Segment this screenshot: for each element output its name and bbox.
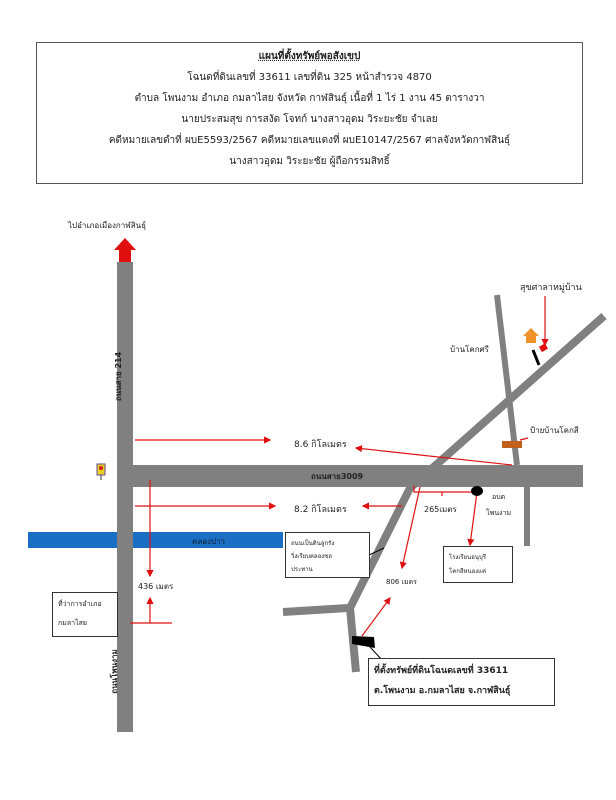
house-icon: [523, 328, 539, 343]
road-3009: [133, 465, 583, 487]
canal-label: คลองปาว: [192, 537, 226, 546]
district-office-line: กมลาไสย: [58, 619, 87, 627]
parties-line: นายประสมสุข การสงัด โจทก์ นางสาวอุดม วิร…: [181, 114, 438, 125]
distance-8-6km: 8.6 กิโลเมตร: [294, 440, 347, 450]
road-phonngam-label: ถนนโพนงาม: [109, 649, 119, 694]
obt-label-2: โพนงาม: [486, 509, 512, 517]
property-location-box: ที่ตั้งทรัพย์ที่ดินโฉนดเลขที่ 33611 ต.โพ…: [368, 658, 555, 706]
canal: [28, 532, 283, 548]
obt-label-1: อบต: [492, 493, 506, 501]
health-marker: [538, 343, 548, 353]
laterite-line: ถนนเป็นดินลูกรัง: [291, 540, 335, 547]
sign-marker: [502, 441, 522, 448]
diagonal-road: [282, 313, 607, 673]
distance-265m: 265เมตร: [424, 505, 457, 514]
laterite-road-box: ถนนเป็นดินลูกรัง วิ่งเรียบคลองชล ประทาน: [285, 532, 370, 578]
document-header: แผนที่ตั้งทรัพย์พอสังเขป โฉนดที่ดินเลขที…: [36, 42, 583, 184]
school-box: โรงเรียนอนุบุรี โคกสีหนองแค่: [443, 546, 513, 583]
district-office-line: ที่ว่าการอำเภอ: [58, 600, 102, 608]
north-arrow: [114, 238, 136, 262]
property-line: ที่ตั้งทรัพย์ที่ดินโฉนดเลขที่ 33611: [374, 666, 509, 676]
laterite-line: ประทาน: [291, 566, 313, 573]
sign-label: ป้ายบ้านโคกสี: [530, 426, 579, 435]
property-line: ต.โพนงาม อ.กมลาไสย จ.กาฬสินธุ์: [374, 686, 511, 696]
deed-line: โฉนดที่ดินเลขที่ 33611 เลขที่ดิน 325 หน้…: [187, 72, 432, 83]
traffic-light-icon: [96, 463, 106, 480]
obt-marker: [471, 486, 483, 496]
school-line: โคกสีหนองแค่: [449, 568, 487, 575]
road-214: [117, 262, 133, 732]
health-center-label: สุขศาลาหมู่บ้าน: [520, 283, 582, 293]
distance-436m: 436 เมตร: [138, 582, 174, 591]
school-line: โรงเรียนอนุบุรี: [449, 554, 487, 561]
property-plot: [352, 636, 375, 648]
to-city-label: ไปอำเภอเมืองกาฬสินธุ์: [68, 221, 146, 230]
distance-806m: 806 เมตร: [386, 578, 417, 586]
distance-8-2km: 8.2 กิโลเมตร: [294, 505, 347, 515]
case-line: คดีหมายเลขดำที่ ผบE5593/2567 คดีหมายเลขแ…: [108, 135, 511, 146]
owner-line: นางสาวอุดม วิระยะชัย ผู้ถือกรรมสิทธิ์: [229, 156, 390, 167]
district-office-box: ที่ว่าการอำเภอ กมลาไสย: [52, 592, 118, 637]
road-3009-label: ถนนสาย3009: [311, 472, 364, 481]
location-line: ตำบล โพนงาม อำเภอ กมลาไสย จังหวัด กาฬสิน…: [134, 93, 485, 104]
road-ban-khoksri: [494, 294, 530, 546]
ban-khoksri-label: บ้านโคกศรี: [450, 345, 489, 354]
map-title: แผนที่ตั้งทรัพย์พอสังเขป: [258, 51, 361, 62]
laterite-line: วิ่งเรียบคลองชล: [291, 553, 332, 560]
road-214-label: ถนนสาย 214: [114, 351, 124, 402]
